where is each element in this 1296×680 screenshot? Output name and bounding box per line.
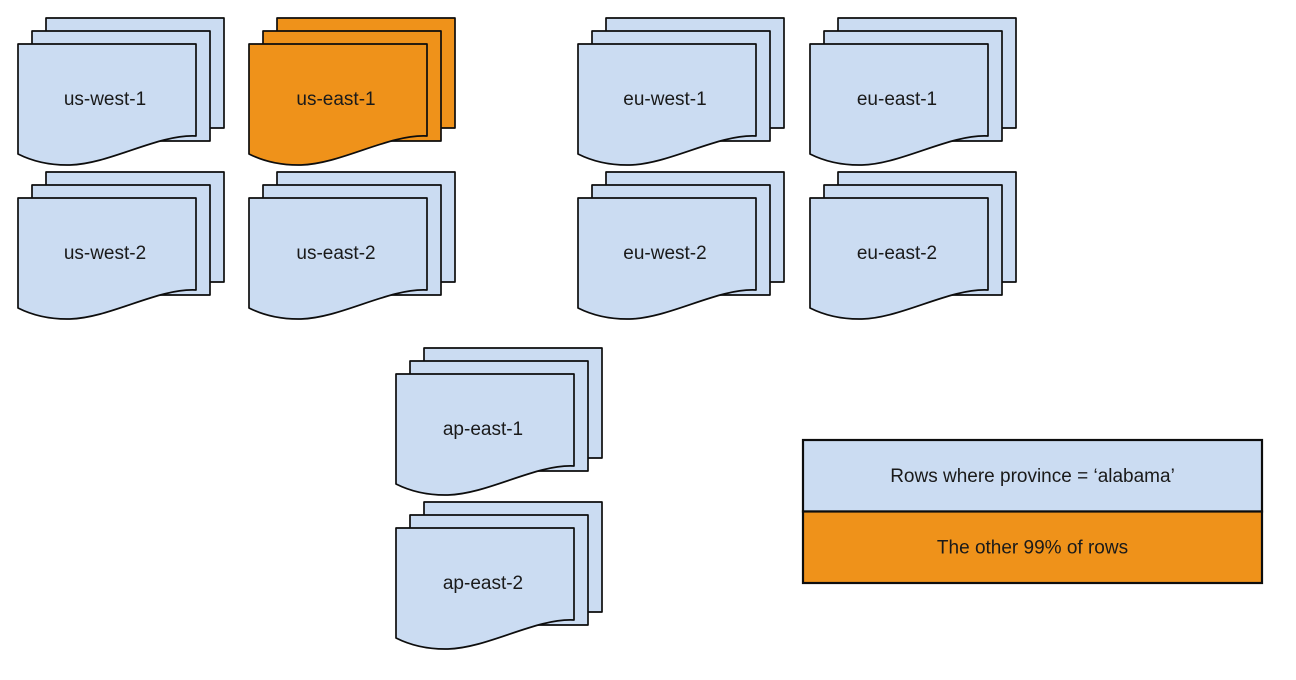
legend-swatch: [801, 510, 1264, 585]
region-stack-label: us-east-2: [296, 243, 375, 264]
region-stack-label: eu-east-1: [857, 89, 937, 110]
region-stack-label: eu-west-2: [623, 243, 706, 264]
region-stack-us-east-2[interactable]: us-east-2: [248, 171, 456, 320]
legend-row-legend-rows-alabama: Rows where province = ‘alabama’: [801, 438, 1264, 513]
legend-label: Rows where province = ‘alabama’: [890, 466, 1175, 487]
region-stack-label: eu-east-2: [857, 243, 937, 264]
region-stack-eu-east-2[interactable]: eu-east-2: [809, 171, 1017, 320]
legend-swatch: [801, 438, 1264, 513]
region-stack-label: ap-east-1: [443, 419, 523, 440]
region-stack-us-west-1[interactable]: us-west-1: [17, 17, 225, 166]
region-stack-eu-east-1[interactable]: eu-east-1: [809, 17, 1017, 166]
legend-label: The other 99% of rows: [937, 537, 1128, 558]
region-stack-us-east-1[interactable]: us-east-1: [248, 17, 456, 166]
region-stacks-group: us-west-1 us-east-1 eu-west-1 eu-east-1 us-w…: [17, 17, 1017, 650]
region-stack-eu-west-2[interactable]: eu-west-2: [577, 171, 785, 320]
legend-row-legend-other-rows: The other 99% of rows: [801, 510, 1264, 585]
region-stack-label: eu-west-1: [623, 89, 706, 110]
region-stack-ap-east-1[interactable]: ap-east-1: [395, 347, 603, 496]
legend-group: Rows where province = ‘alabama’ The other…: [801, 438, 1264, 585]
region-stack-eu-west-1[interactable]: eu-west-1: [577, 17, 785, 166]
region-stack-us-west-2[interactable]: us-west-2: [17, 171, 225, 320]
region-stack-label: us-east-1: [296, 89, 375, 110]
region-stack-label: us-west-2: [64, 243, 146, 264]
region-stack-label: ap-east-2: [443, 573, 523, 594]
region-stack-ap-east-2[interactable]: ap-east-2: [395, 501, 603, 650]
region-stack-label: us-west-1: [64, 89, 146, 110]
